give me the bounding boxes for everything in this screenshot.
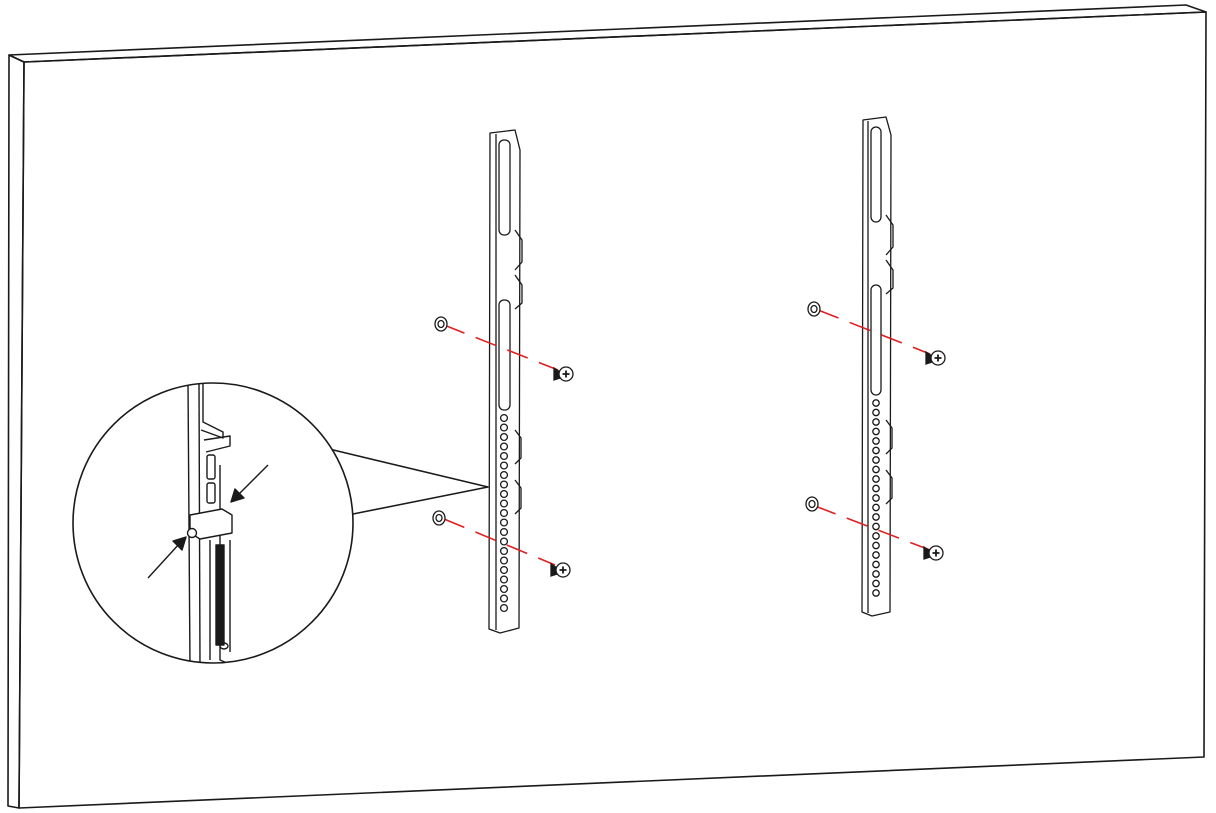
bracket-hole (872, 513, 880, 521)
panel-face (18, 11, 1207, 809)
detail-arrow-right-shaft (237, 464, 269, 496)
bracket-hole (499, 603, 509, 613)
bracket-hole (499, 527, 509, 537)
bracket-hole (499, 565, 509, 575)
bracket-hole (499, 432, 509, 442)
wall-anchor (434, 316, 448, 332)
bracket-hole (872, 503, 880, 512)
detail-callout (72, 382, 489, 664)
screw-icon (925, 350, 946, 366)
bracket-hole (872, 541, 880, 550)
detail-hook-lower (203, 435, 231, 453)
bracket-hole (872, 532, 880, 540)
right-bracket-hook-1 (885, 214, 894, 256)
detail-spring-end (219, 642, 229, 650)
guide-left-bottom (443, 518, 556, 566)
bracket-hole (872, 560, 880, 569)
bracket-hole (872, 579, 880, 588)
screw-icon (550, 562, 571, 578)
bracket-hole (499, 584, 509, 594)
detail-slot-2 (206, 482, 216, 504)
detail-spring (215, 544, 225, 646)
left-bracket (488, 129, 523, 634)
bracket-hole (499, 451, 509, 461)
bracket-hole (872, 446, 880, 455)
screw-icon (553, 366, 574, 382)
right-bracket-slot-upper (870, 126, 882, 223)
left-bracket-hook-2 (514, 274, 523, 310)
screws (550, 350, 946, 578)
detail-content (147, 383, 269, 663)
bracket-hole (872, 418, 880, 426)
left-bracket-hook-3 (514, 429, 522, 465)
right-bracket-hook-2 (885, 259, 894, 295)
bracket-hole (872, 408, 880, 417)
guide-right-top (817, 309, 931, 355)
detail-arrow-left-shaft (147, 542, 181, 579)
right-bracket-outline (861, 116, 892, 617)
right-bracket-holes (872, 399, 880, 597)
bracket-hole (499, 423, 509, 432)
callout-pointer (324, 447, 489, 516)
bracket-hole (872, 456, 880, 464)
bracket-hole (499, 442, 509, 451)
right-bracket-hook-3 (885, 419, 893, 455)
left-bracket-holes (499, 413, 509, 613)
panel-top-edge (8, 4, 1207, 63)
bracket-hole (499, 470, 509, 480)
detail-rail-left (187, 383, 191, 663)
bracket-hole (499, 461, 509, 470)
left-bracket-slot-middle (498, 299, 511, 411)
bracket-hole (499, 537, 509, 546)
bracket-hole (872, 551, 880, 559)
bracket-hole (872, 570, 880, 578)
bracket-hole (872, 427, 880, 436)
bracket-hole (872, 522, 880, 531)
bracket-hole (499, 489, 509, 499)
bracket-hole (872, 475, 880, 483)
bracket-hole (499, 594, 509, 603)
bracket-hole (499, 413, 509, 423)
detail-latch-knob (186, 527, 198, 539)
wall-anchor (807, 301, 821, 317)
detail-arrow-right-head (230, 488, 245, 503)
right-bracket-slot-middle (870, 284, 882, 396)
bracket-hole (499, 546, 509, 556)
bracket-hole (499, 575, 509, 584)
bracket-hole (872, 589, 880, 597)
bracket-hole (499, 508, 509, 518)
wall-anchors (432, 301, 821, 526)
bracket-hole (499, 518, 509, 527)
tv-panel (7, 4, 1207, 809)
left-bracket-hook-1 (514, 229, 523, 271)
right-bracket-hook-4 (885, 469, 893, 505)
guide-right-bottom (814, 505, 931, 551)
right-bracket (861, 116, 894, 617)
bracket-hole (499, 480, 509, 489)
bracket-hole (499, 556, 509, 565)
wall-anchor (432, 510, 446, 526)
alignment-guides (443, 309, 931, 566)
screw-icon (923, 545, 944, 561)
bracket-hole (872, 465, 880, 474)
guide-left-top (443, 324, 559, 371)
bracket-hole (872, 399, 880, 407)
bracket-hole (499, 499, 509, 508)
detail-hook-top (200, 383, 224, 439)
detail-slot-1 (206, 454, 216, 480)
wall-anchor (805, 496, 819, 512)
bracket-hole (872, 494, 880, 502)
bracket-hole (872, 484, 880, 493)
detail-spring-housing (209, 540, 231, 660)
detail-arrow-left-head (172, 536, 187, 551)
left-bracket-outline (488, 129, 521, 634)
left-bracket-slot-upper (498, 139, 511, 236)
left-bracket-hook-4 (514, 479, 522, 515)
bracket-hole (872, 437, 880, 445)
